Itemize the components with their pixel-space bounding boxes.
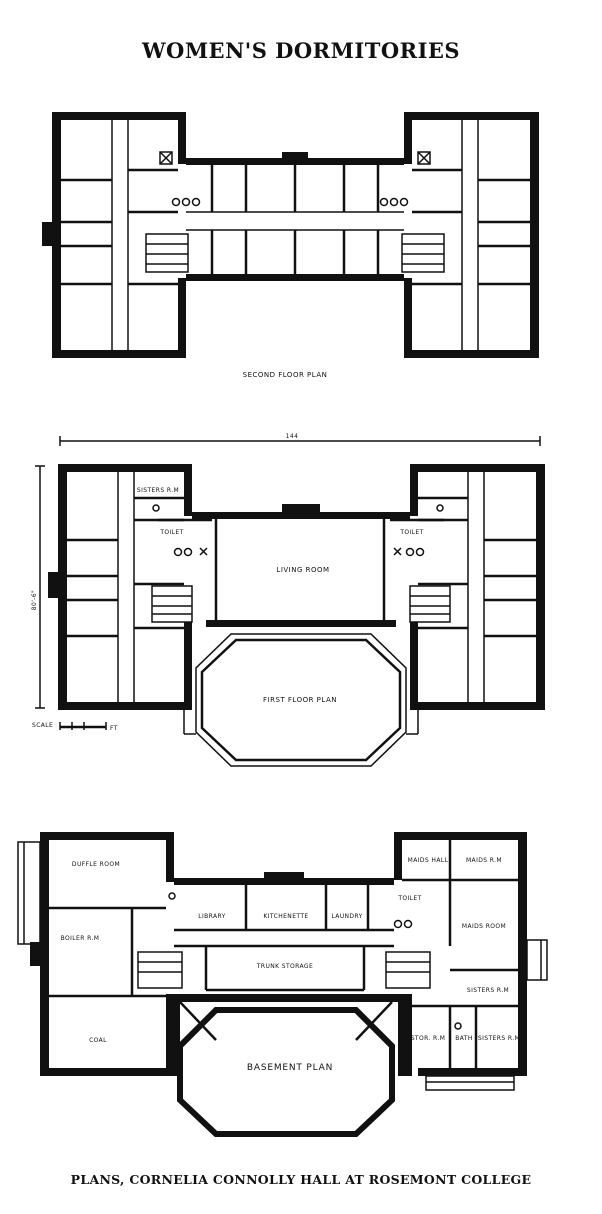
page-title: WOMEN'S DORMITORIES [141, 38, 461, 63]
trunk-storage-label: TRUNK STORAGE [256, 963, 313, 970]
second-floor-plan: SECOND FLOOR PLAN [42, 112, 539, 379]
page-caption: PLANS, CORNELIA CONNOLLY HALL AT ROSEMON… [70, 1172, 532, 1187]
first-floor-plan: 144 80'-6" LIVING ROOM FIRST FLOOR PL [31, 433, 545, 767]
toilet-left-label: TOILET [159, 529, 183, 536]
maids-room-label: MAIDS ROOM [462, 923, 506, 930]
maids-hall-label: MAIDS HALL [408, 857, 449, 864]
library-label: LIBRARY [198, 913, 226, 920]
duffle-room-label: DUFFLE ROOM [72, 861, 120, 868]
first-floor-plan-label: FIRST FLOOR PLAN [263, 696, 337, 704]
width-dimension: 144 [286, 433, 299, 440]
stor-rm-label: STOR. R.M [411, 1035, 446, 1042]
second-floor-plan-label: SECOND FLOOR PLAN [243, 371, 328, 379]
boiler-rm-label: BOILER R.M [61, 935, 100, 942]
toilet-right-label: TOILET [399, 529, 423, 536]
sisters-rm-2-label: SISTERS R.M [478, 1035, 520, 1042]
height-dimension: 80'-6" [31, 590, 38, 610]
coal-label: COAL [89, 1037, 107, 1044]
scale-unit-label: FT [110, 725, 118, 732]
bath-label: BATH [455, 1035, 473, 1042]
basement-plan: BASEMENT PLAN DUFFLE ROOM BOILER R.M COA… [17, 832, 548, 1137]
kitchenette-label: KITCHENETTE [263, 913, 308, 920]
maids-rm-label: MAIDS R.M [466, 857, 502, 864]
sisters-rm-label: SISTERS R.M [467, 987, 509, 994]
laundry-label: LAUNDRY [331, 913, 362, 920]
basement-plan-label: BASEMENT PLAN [247, 1063, 333, 1073]
living-room-label: LIVING ROOM [276, 566, 329, 574]
toilet-label: TOILET [397, 895, 421, 902]
sisters-rm-label: SISTERS R.M [137, 487, 179, 494]
scale-label: SCALE [32, 722, 53, 729]
